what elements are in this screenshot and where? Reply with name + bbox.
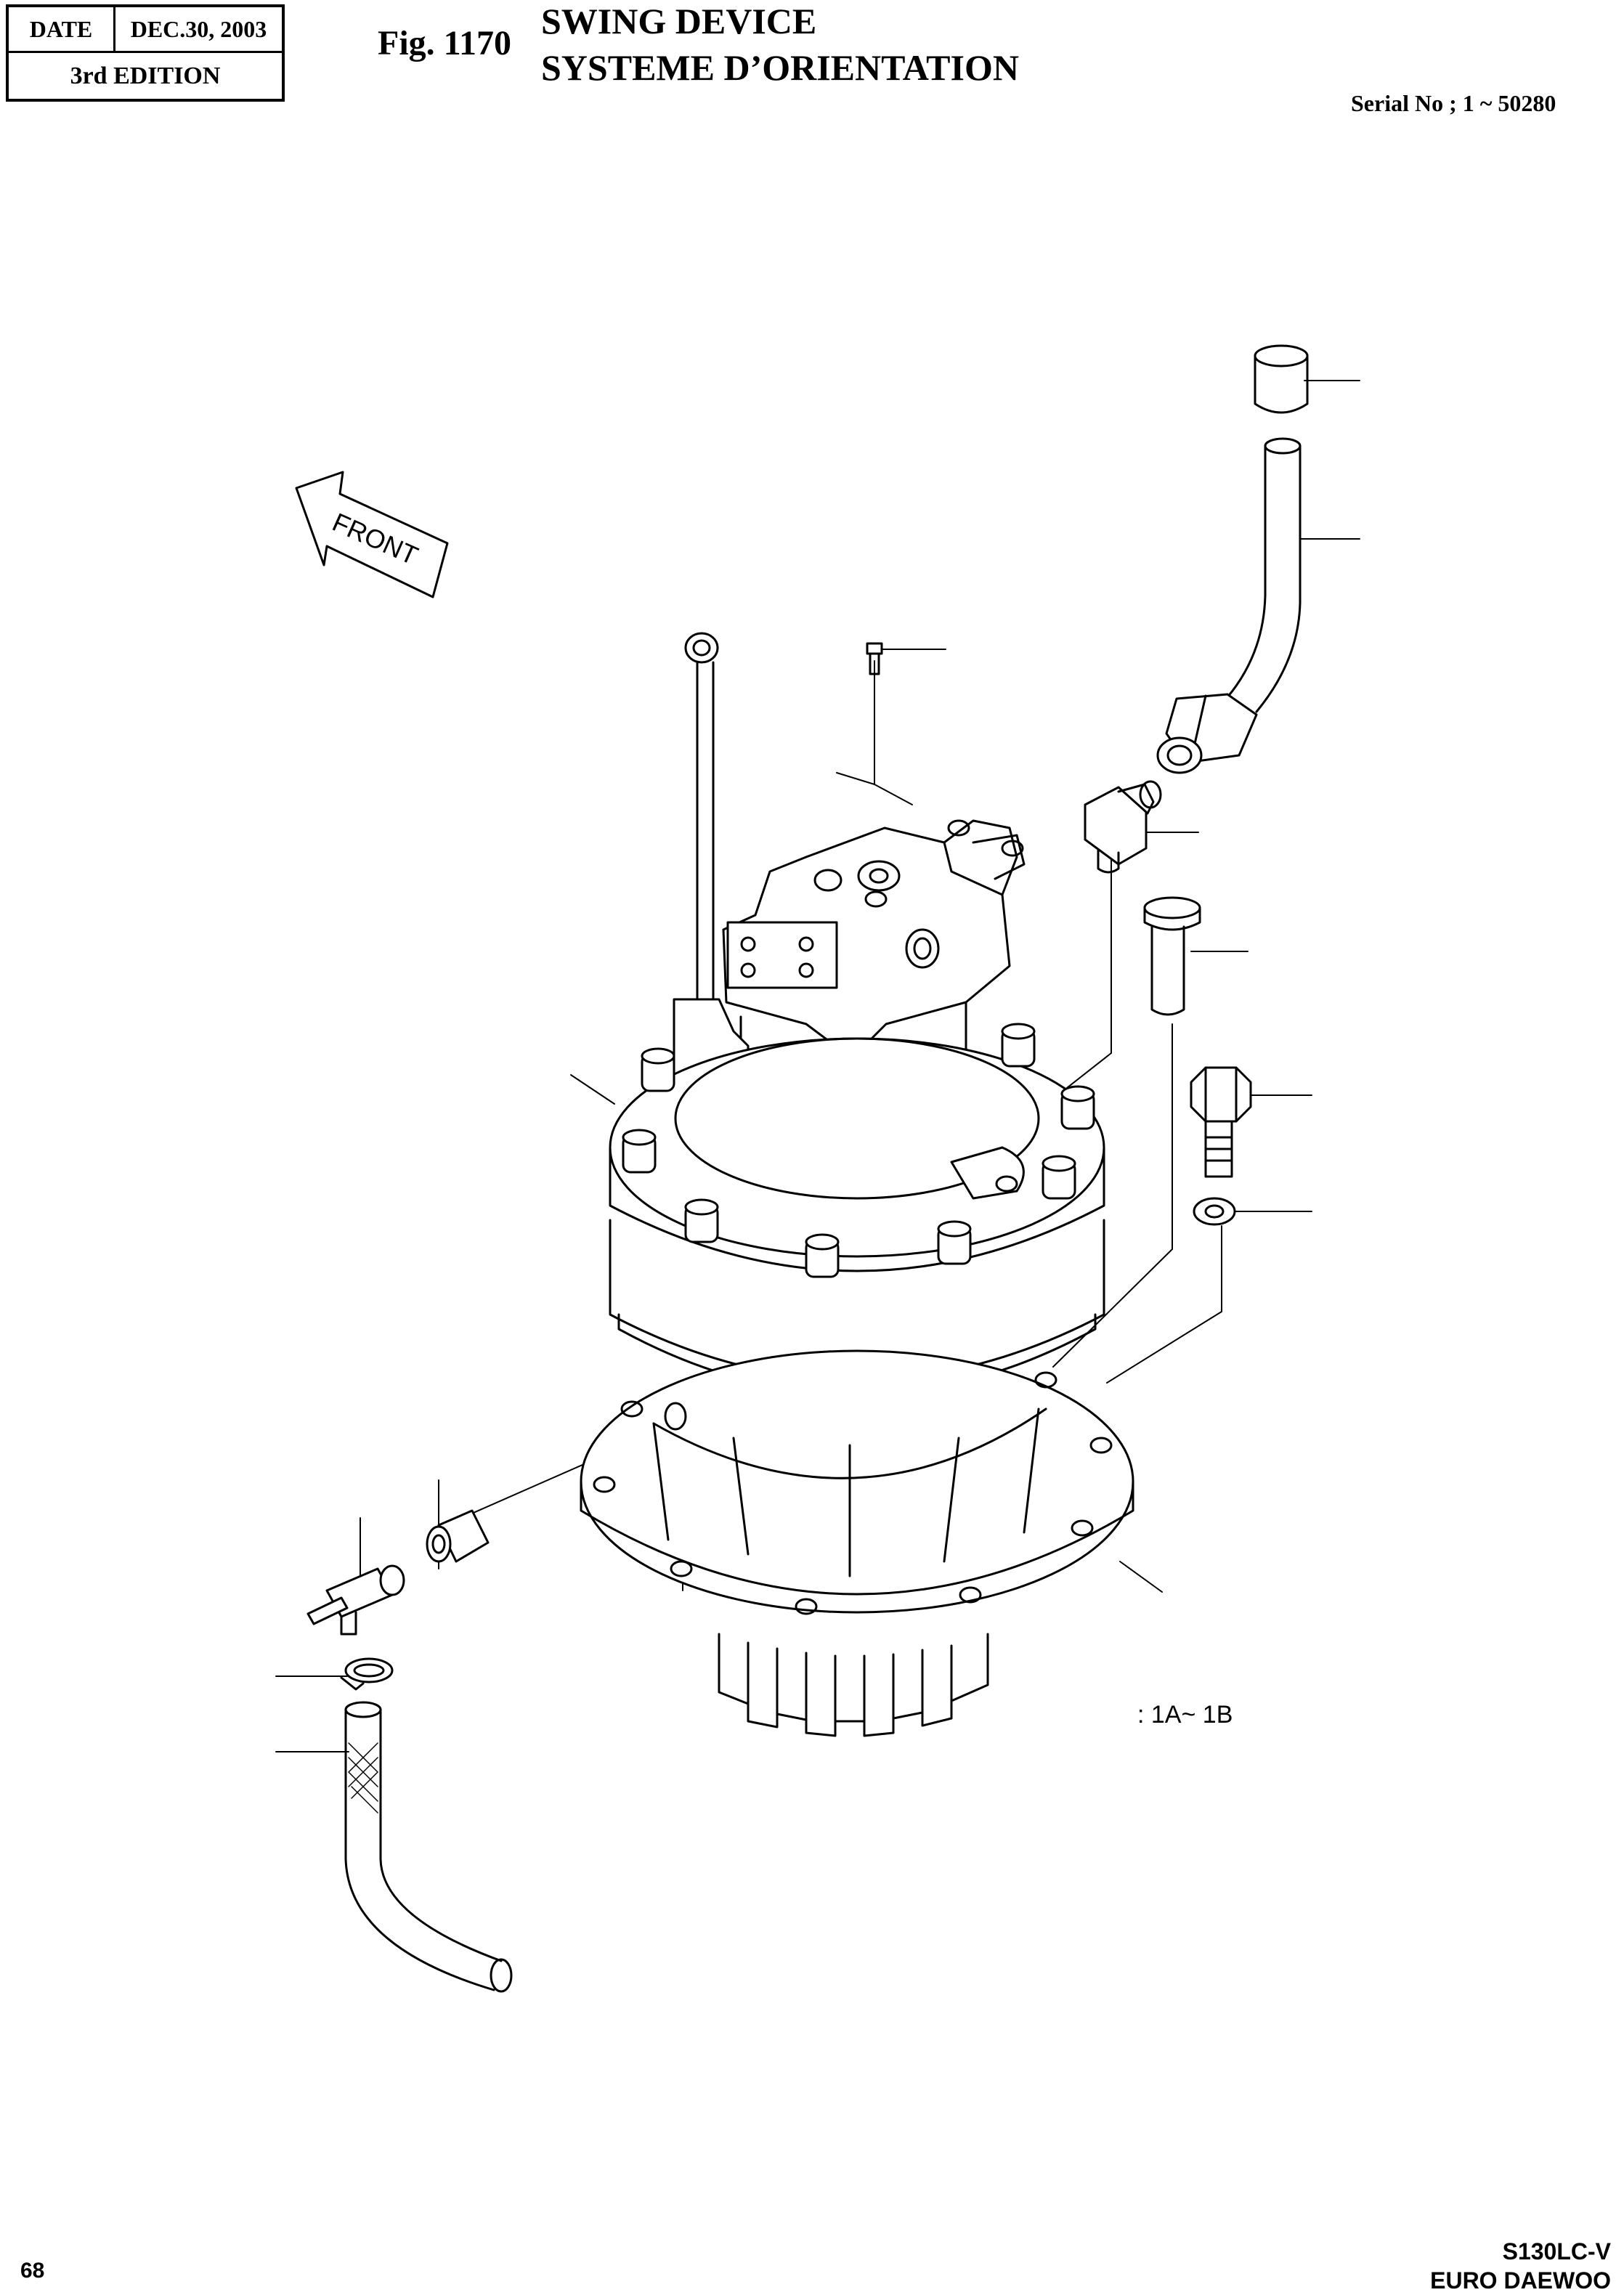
hex-bolt-part <box>1191 1068 1251 1177</box>
title-english: SWING DEVICE <box>541 1 817 41</box>
small-screw-part <box>867 643 882 674</box>
date-value: DEC.30, 2003 <box>115 7 282 53</box>
drain-adapter-part <box>427 1511 488 1561</box>
flange-holes <box>594 1373 1111 1614</box>
serial-number-range: Serial No ; 1 ~ 50280 <box>1351 90 1556 116</box>
brand-name: EURO DAEWOO <box>1430 2267 1611 2294</box>
range-note: : 1A~ 1B <box>1137 1701 1233 1729</box>
flange-bolts <box>623 1024 1094 1277</box>
dipstick-part <box>686 633 718 1017</box>
leader-lines <box>276 381 1360 1752</box>
upper-hose-part <box>1158 439 1300 773</box>
front-arrow-icon: FRONT <box>296 472 447 597</box>
header-info-box: DATE DEC.30, 2003 3rd EDITION <box>6 4 285 102</box>
model-name: S130LC-V <box>1502 2238 1611 2264</box>
title-french: SYSTEME D’ORIENTATION <box>541 47 1019 88</box>
hose-cap-part <box>1255 346 1307 413</box>
edition-label: 3rd EDITION <box>70 62 221 89</box>
page-number: 68 <box>20 2259 45 2283</box>
figure-number: Fig. 1170 <box>378 24 512 62</box>
drain-hose-part <box>346 1702 511 1991</box>
swing-motor-assembly <box>581 821 1133 1736</box>
hose-clamp-part <box>341 1659 392 1689</box>
elbow-fitting-part <box>1085 781 1161 872</box>
washer-part <box>1194 1198 1235 1224</box>
pin-part <box>1145 898 1200 1015</box>
drain-valve-part <box>308 1566 404 1634</box>
date-label: DATE <box>9 7 115 53</box>
